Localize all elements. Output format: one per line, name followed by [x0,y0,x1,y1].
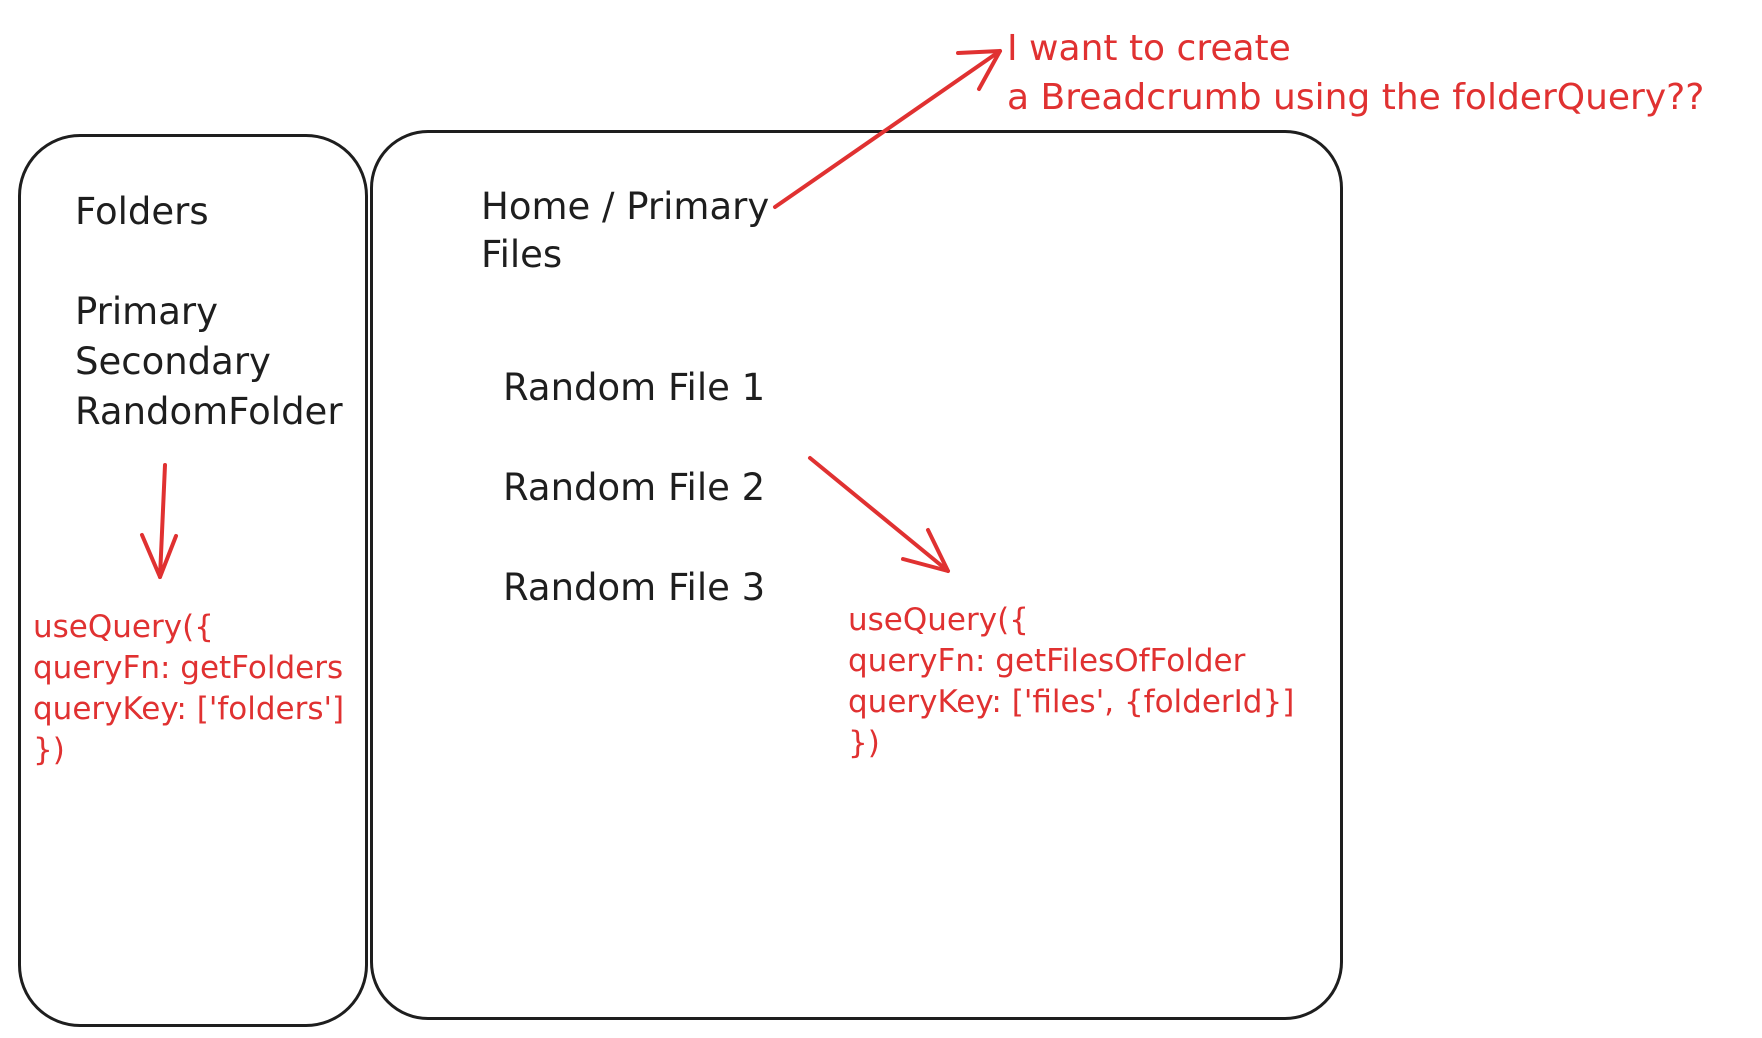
folder-item-randomfolder: RandomFolder [75,390,343,433]
folders-query-line: queryKey: ['folders'] [33,691,345,727]
files-query-code: useQuery({ queryFn: getFilesOfFolder que… [848,600,1294,764]
folders-query-line: }) [33,732,65,768]
folder-item-secondary: Secondary [75,340,271,383]
file-item-1: Random File 1 [503,366,766,409]
files-query-line: }) [848,725,880,761]
files-query-line: useQuery({ [848,602,1029,638]
folders-panel [18,134,368,1027]
annotation-line: I want to create [1007,28,1291,69]
folders-title: Folders [75,190,209,233]
folders-query-line: queryFn: getFolders [33,650,344,686]
folders-query-line: useQuery({ [33,609,214,645]
folders-query-code: useQuery({ queryFn: getFolders queryKey:… [33,607,344,771]
file-item-3: Random File 3 [503,566,766,609]
folder-item-primary: Primary [75,290,218,333]
breadcrumb: Home / Primary [481,185,770,228]
files-title: Files [481,233,563,276]
breadcrumb-annotation: I want to create a Breadcrumb using the … [1007,24,1704,122]
files-query-line: queryKey: ['files', {folderId}] [848,684,1295,720]
files-query-line: queryFn: getFilesOfFolder [848,643,1246,679]
file-item-2: Random File 2 [503,466,766,509]
annotation-line: a Breadcrumb using the folderQuery?? [1007,77,1705,118]
